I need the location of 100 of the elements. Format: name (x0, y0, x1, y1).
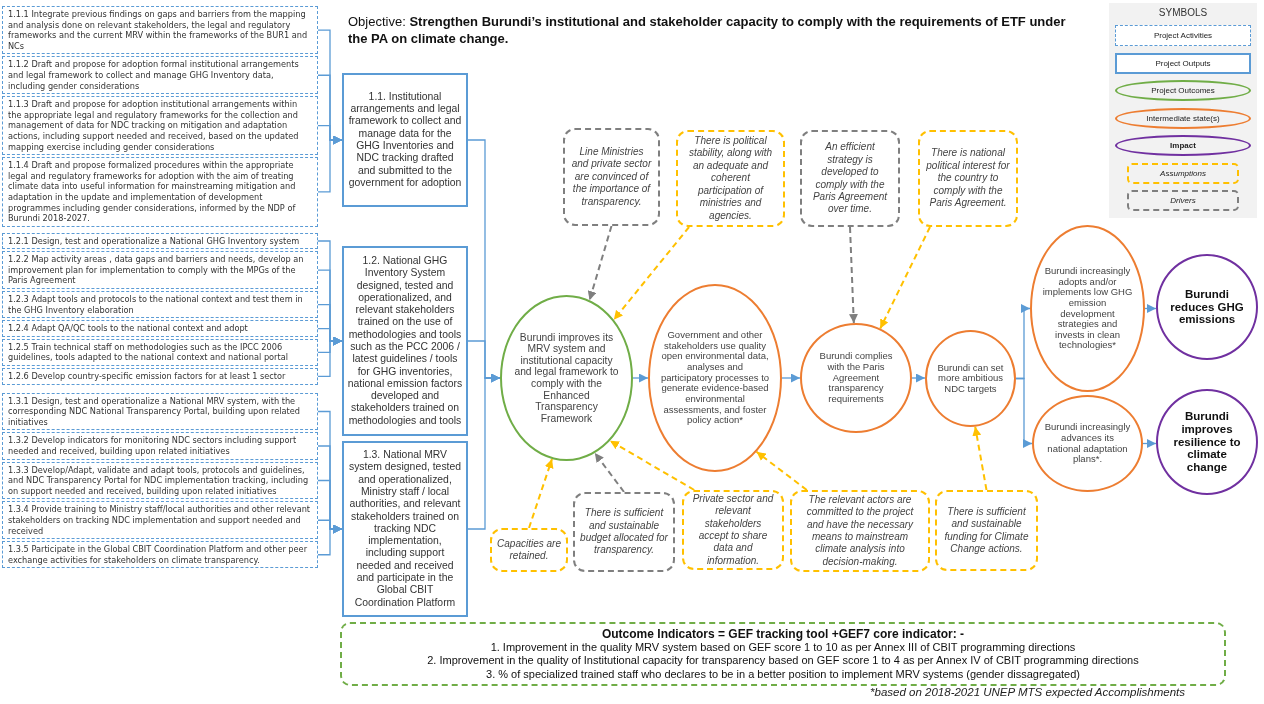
assumption-box (490, 528, 568, 572)
activity-box (2, 291, 318, 319)
intermediate-state-ellipse (800, 323, 912, 433)
arrow (1142, 439, 1157, 448)
state-text: Burundi can set more ambitious NDC targets (937, 362, 1004, 395)
activity-text: 1.2.4 Adapt QA/QC tools to the national context and adopt (8, 323, 249, 334)
legend-symbol: Intermediate state(s) (1115, 107, 1251, 129)
driver-box (563, 128, 660, 226)
assumption-box (918, 130, 1018, 227)
arrow (1015, 377, 1033, 448)
driver-box (573, 492, 675, 572)
legend-symbol: Impact (1115, 135, 1251, 156)
driver-box (800, 130, 900, 227)
activity-text: 1.2.5 Train technical staff on methodologies such as the IPCC 2006 guidelines, tools adapted to the national context and national portal (8, 341, 289, 364)
arrow (1144, 304, 1157, 313)
footnote: *based on 2018-2021 UNEP MTS expected Accomplishments (869, 686, 1185, 698)
indicator-item: 1. Improvement in the quality MRV system based on GEF score 1 to 10 as per Annex III of CBIT programming directions (490, 640, 1076, 655)
legend-symbol: Drivers (1127, 190, 1239, 211)
activity-text: 1.2.1 Design, test and operationalize a National GHG Inventory system (8, 235, 301, 247)
driver-text: Line Ministries and private sector are convinced of the importance of transparency. (570, 146, 653, 208)
indicator-heading: Outcome Indicators = GEF tracking tool +GEF7 core indicator: - (601, 626, 965, 641)
legend-symbol: Project Activities (1115, 25, 1251, 46)
activity-text: 1.3.3 Develop/Adapt, validate and adapt tools, protocols and guidelines, and NDC Transparency Portal for NDC implementation tracking, including on support needed and received, building upon related initiatives (8, 464, 310, 497)
activity-text: 1.2.6 Develop country-specific emission factors for at least 1 sector (8, 371, 287, 382)
assumption-text: There is sufficient and sustainable funding for Climate Change actions. (943, 505, 1030, 556)
legend-symbol: Assumptions (1127, 162, 1239, 184)
activity-box (2, 338, 318, 367)
activity-text: 1.1.3 Draft and propose for adoption institutional arrangements within the appropriate legal and regulatory frameworks for the collection and management of data for NDC tracking on mitigation and adaptation actions, including support needed and received, based on the updated mapping exercise including gender considerations (8, 99, 300, 153)
activity-box (2, 501, 318, 540)
activity-box (2, 96, 318, 156)
assumption-box (676, 130, 785, 227)
impact-text: Burundi improves resilience to climate change (1172, 409, 1242, 475)
assumption-text: There is national political interest for the country to comply with the Paris Agreement. (925, 147, 1011, 210)
assumption-text: Capacities are retained. (497, 537, 561, 563)
arrow (593, 452, 625, 493)
indicator-item: 2. Improvement in the quality of Institutional capacity for transparency based on GEF score 1 to 4 as per Annex IV of CBIT programming directions (427, 654, 1139, 668)
arrow (528, 458, 554, 529)
output-box (342, 441, 468, 617)
arrow (911, 373, 926, 383)
assumption-text: The relevant actors are committed to the project and have the necessary means to mainstream climate analysis into decision-making. (805, 493, 915, 569)
arrow (467, 373, 501, 530)
outcome-ellipse (500, 295, 633, 461)
indicator-panel (340, 622, 1226, 686)
activity-text: 1.3.5 Participate in the Global CBIT Coordination Platform and other peer exchange activities for stakeholders on climate transparency. (8, 544, 308, 566)
activity-box (2, 461, 318, 500)
output-text: 1.3. National MRV system designed, tested and operationalized, Ministry staff / local authorities, and relevant stakeholders trained on tracking NDC implementation, including support needed and received and participate in the Global CBIT Coordination Platform (347, 449, 463, 609)
intermediate-state-ellipse (925, 330, 1016, 427)
arrow (879, 226, 931, 330)
assumption-box (682, 490, 784, 570)
arrow (972, 425, 988, 491)
driver-text: An efficient strategy is developed to comply with the Paris Agreement over time. (811, 141, 889, 216)
activity-box (2, 251, 318, 290)
arrow (632, 373, 649, 383)
state-text: Burundi increasingly advances its national adaptation plans*. (1044, 422, 1131, 465)
activity-box (2, 320, 318, 337)
legend-symbol: Project Outputs (1115, 52, 1251, 74)
intermediate-state-ellipse (648, 284, 782, 472)
arrow (317, 336, 343, 377)
activity-box (2, 56, 318, 95)
arrow (317, 135, 343, 193)
arrow (587, 225, 613, 302)
assumption-box (790, 490, 930, 572)
output-box (342, 246, 468, 436)
activity-box (2, 432, 318, 460)
activity-text: 1.3.2 Develop indicators for monitoring NDC sectors including support needed and received, building upon related initiatives (8, 435, 298, 457)
state-text: Government and other stakeholders use quality open environmental data, analyses and participatory processes to generate evidence-based environmental assessments, and foster policy action* (660, 330, 770, 426)
assumption-text: Private sector and relevant stakeholders accept to share data and information. (691, 492, 775, 568)
assumption-box (935, 490, 1038, 571)
driver-text: There is sufficient and sustainable budget allocated for transparency. (580, 507, 668, 557)
arrow (609, 439, 696, 491)
impact-circle (1156, 389, 1258, 495)
activity-box (2, 368, 318, 385)
activity-text: 1.1.1 Integrate previous findings on gaps and barriers from the mapping and analysis done on relevant stakeholders, the legal and regulatory frameworks and the current MRV within the frameworks of the BUR1 and NCs (8, 9, 309, 52)
impact-circle (1156, 254, 1258, 360)
legend-symbol: Project Outcomes (1115, 80, 1251, 101)
arrow (317, 524, 343, 556)
activity-text: 1.3.1 Design, test and operationalize a National MRV system, with the corresponding NDC National Transparency Portal, building upon related initiatives (8, 395, 302, 428)
intermediate-state-ellipse (1030, 225, 1145, 392)
output-box (342, 73, 468, 207)
activity-text: 1.1.4 Draft and propose formalized procedures within the appropriate legal and regulatory frameworks for adoption with the aim of treating climate data into useful information for mainstreaming mitigation and adaptation in the update and implementation of development programmes including gender considerations, informed by the NDP of Burundi 2018-2027. (8, 160, 297, 224)
arrow (755, 450, 808, 491)
legend-heading: SYMBOLS (1157, 7, 1209, 18)
activity-box (2, 392, 318, 431)
outcome-text: Burundi improves its MRV system and institutional capacity and legal framework to comply with the Enhanced Transparency Framework (513, 331, 620, 425)
assumption-text: There is political stability, along with an adequate and coherent participation of ministries and agencies. (687, 135, 774, 222)
activity-box (2, 6, 318, 55)
objective-title: Objective: Strengthen Burundi’s institutional and stakeholder capacity to comply with the requirements of ETF under the PA on climate change. (348, 13, 1067, 47)
output-text: 1.1. Institutional arrangements and legal framework to collect and manage data for the GHG Inventories and NDC tracking drafted and submitted to the government for adoption (347, 90, 463, 190)
state-text: Burundi complies with the Paris Agreement transparency requirements (818, 351, 894, 405)
impact-text: Burundi reduces GHG emissions (1169, 287, 1245, 327)
arrow (781, 373, 801, 383)
activity-box (2, 157, 318, 227)
activity-text: 1.2.3 Adapt tools and protocols to the national context and test them in the GHG Inventory elaboration (8, 294, 304, 316)
output-text: 1.2. National GHG Inventory System designed, tested and operationalized, and relevant stakeholders trained on the use of methodologies and tools such as the PCC 2006 / latest guidelines / tools for GHG inventories, national emission factors developed and stakeholders trained on methodologies and tools (347, 254, 463, 428)
activity-box (2, 541, 318, 569)
activity-text: 1.1.2 Draft and propose for adoption formal institutional arrangements and legal framework to collect and manage GHG Inventory data, including gender considerations (8, 59, 300, 92)
activity-box (2, 232, 318, 250)
arrow (612, 226, 691, 321)
intermediate-state-ellipse (1032, 395, 1143, 492)
state-text: Burundi increasingly adopts and/or implements low GHG emission development strategies and invests in clean technologies* (1042, 266, 1133, 351)
